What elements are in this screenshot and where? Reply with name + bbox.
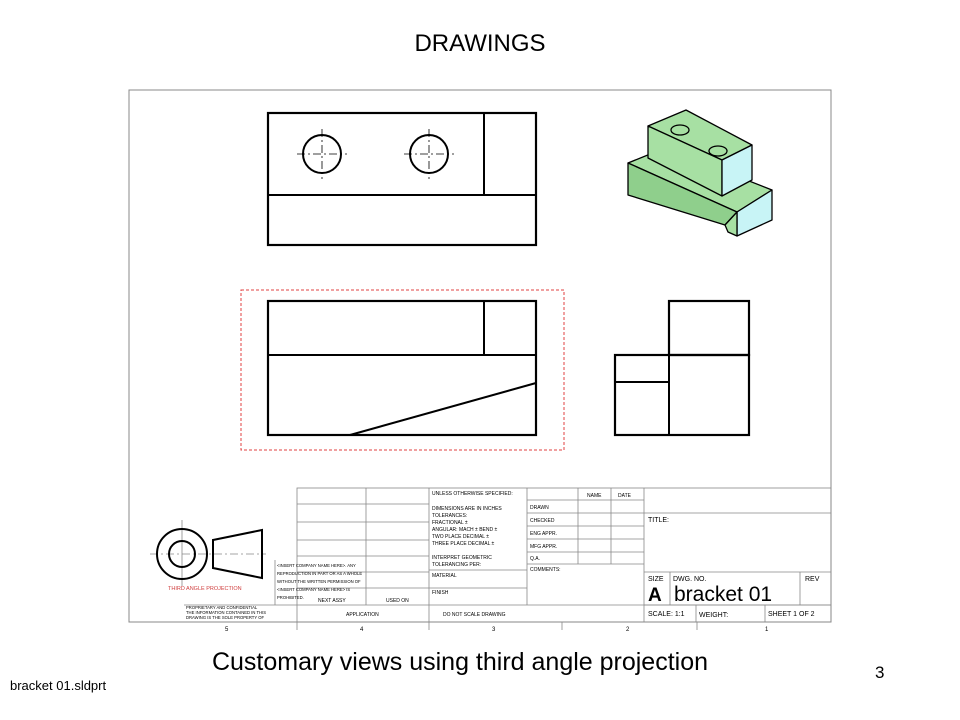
- tb-material: MATERIAL: [432, 573, 457, 579]
- iso-upper-side: [721, 144, 753, 197]
- tb-drawn: DRAWN: [530, 505, 549, 511]
- tb-interpret: INTERPRET GEOMETRIC: [432, 555, 492, 561]
- tb-proprietary-2: THE INFORMATION CONTAINED IN THIS: [186, 610, 266, 615]
- right-view-base: [613, 353, 751, 437]
- tb-weight: WEIGHT:: [699, 612, 728, 619]
- tb-do-not-scale: DO NOT SCALE DRAWING: [443, 612, 506, 618]
- tb-two-place: TWO PLACE DECIMAL ±: [432, 534, 489, 540]
- tb-fractional: FRACTIONAL ±: [432, 520, 468, 526]
- tb-qa: Q.A.: [530, 556, 540, 562]
- tb-dwg-no-label: DWG. NO.: [673, 576, 706, 583]
- title-block: [184, 487, 832, 630]
- zone-label: 1: [765, 627, 769, 633]
- right-view[interactable]: [613, 299, 751, 437]
- page-number: 3: [875, 663, 885, 682]
- tb-rev-label: REV: [805, 576, 820, 583]
- iso-slot: [724, 211, 738, 237]
- top-view[interactable]: [266, 111, 538, 247]
- zone-labels: 5 4 3 2 1: [225, 627, 769, 633]
- hole-left: [297, 129, 347, 179]
- tb-name-hdr: NAME: [587, 493, 602, 499]
- tb-angular: ANGULAR: MACH ± BEND ±: [432, 527, 497, 533]
- tb-proprietary-7: <INSERT COMPANY NAME HERE> IS: [277, 587, 350, 592]
- iso-hole: [708, 145, 728, 157]
- tb-proprietary-3: DRAWING IS THE SOLE PROPERTY OF: [186, 615, 264, 620]
- front-view-selection-box[interactable]: [240, 289, 565, 451]
- zone-label: 4: [360, 627, 364, 633]
- tb-application: APPLICATION: [346, 612, 379, 618]
- tb-three-place: THREE PLACE DECIMAL ±: [432, 541, 495, 547]
- front-view-outline: [266, 299, 538, 437]
- tb-tolerances: TOLERANCES:: [432, 513, 467, 519]
- top-view-outline: [266, 111, 538, 247]
- tb-eng-appr: ENG APPR.: [530, 531, 557, 537]
- tb-mfg-appr: MFG APPR.: [530, 544, 557, 550]
- hole-right: [404, 129, 454, 179]
- tb-proprietary-8: PROHIBITED.: [277, 595, 304, 600]
- tb-finish: FINISH: [432, 590, 449, 596]
- tb-next-assy: NEXT ASSY: [318, 598, 346, 604]
- third-angle-label: THIRD ANGLE PROJECTION: [168, 586, 242, 592]
- tb-proprietary-5: REPRODUCTION IN PART OR AS A WHOLE: [277, 571, 362, 576]
- slide-subtitle: Customary views using third angle projec…: [211, 648, 709, 676]
- tb-title-label: TITLE:: [648, 517, 669, 524]
- tb-tolerancing-per: TOLERANCING PER:: [432, 562, 481, 568]
- zone-label: 2: [626, 627, 630, 633]
- tb-checked: CHECKED: [530, 518, 555, 524]
- tb-dimensions: DIMENSIONS ARE IN INCHES: [432, 506, 502, 512]
- title-block-main: TITLE: SIZE DWG. NO. REV A bracket 01 SC…: [648, 517, 820, 619]
- isometric-view[interactable]: [627, 109, 773, 237]
- tb-sheet: SHEET 1 OF 2: [768, 611, 815, 618]
- tb-size-value: A: [648, 585, 662, 606]
- projection-symbol: THIRD ANGLE PROJECTION: [150, 520, 266, 592]
- zone-label: 5: [225, 627, 229, 633]
- tb-scale: SCALE: 1:1: [648, 611, 685, 618]
- tb-used-on: USED ON: [386, 598, 409, 604]
- front-view-slope: [349, 382, 537, 436]
- iso-hole: [670, 124, 690, 136]
- tb-proprietary-6: WITHOUT THE WRITTEN PERMISSION OF: [277, 579, 361, 584]
- tb-size-label: SIZE: [648, 576, 664, 583]
- tb-proprietary-1: PROPRIETARY AND CONFIDENTIAL: [186, 605, 258, 610]
- file-name: bracket 01.sldprt: [10, 678, 107, 693]
- tb-proprietary-4: <INSERT COMPANY NAME HERE>. ANY: [277, 563, 356, 568]
- slide-title: DRAWINGS: [414, 30, 546, 57]
- tb-comments: COMMENTS:: [530, 567, 561, 573]
- tb-dwg-no-value: bracket 01: [674, 583, 772, 606]
- right-view-top: [667, 299, 751, 357]
- zone-label: 3: [492, 627, 496, 633]
- title-block-text: UNLESS OTHERWISE SPECIFIED: DIMENSIONS A…: [186, 491, 632, 620]
- tb-date-hdr: DATE: [618, 493, 632, 499]
- tb-unless: UNLESS OTHERWISE SPECIFIED:: [432, 491, 513, 497]
- front-view[interactable]: [266, 299, 538, 437]
